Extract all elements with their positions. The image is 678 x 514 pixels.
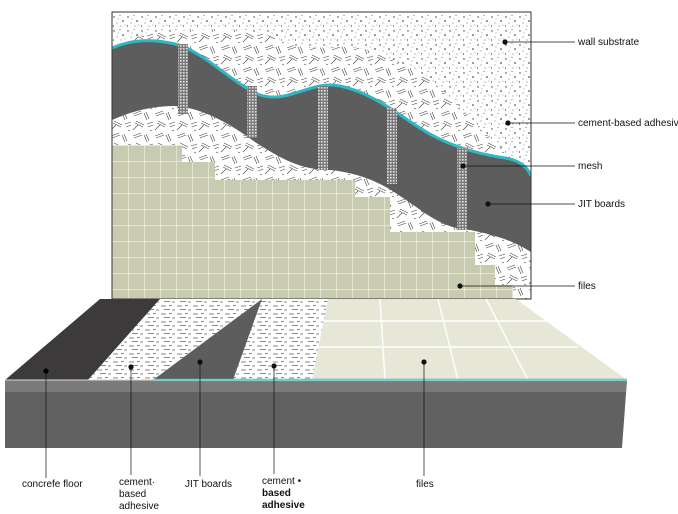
concrete-floor-strip bbox=[5, 299, 160, 380]
wall-assembly bbox=[112, 12, 531, 299]
leader-dots bbox=[43, 39, 511, 374]
leader-dot bbox=[505, 120, 511, 126]
label-jit-boards: JIT boards bbox=[578, 199, 626, 210]
mesh-strips bbox=[178, 44, 467, 230]
floor-tile-grout bbox=[317, 298, 578, 381]
label-cement-adhesive-2-line1: cement • bbox=[262, 476, 302, 487]
leader-lines bbox=[45, 41, 575, 478]
label-jit-boards-floor: JIT boards bbox=[185, 479, 233, 490]
leader-dot bbox=[460, 163, 466, 169]
mesh-strip bbox=[178, 44, 188, 114]
label-cement-adhesive-2-line3: adhesive bbox=[262, 500, 305, 511]
label-cement-adhesive-2-line2: based bbox=[262, 488, 291, 499]
label-tiles-wall: files bbox=[578, 281, 596, 292]
label-concrete-floor: concrefe floor bbox=[22, 479, 83, 490]
floor-front-shade bbox=[5, 380, 627, 392]
wall-substrate-layer bbox=[112, 12, 531, 175]
label-tiles-floor: files bbox=[416, 479, 434, 490]
leader-dot bbox=[43, 368, 49, 374]
label-cement-adhesive-1-line3: adhesive bbox=[119, 501, 160, 512]
mesh-accent-line bbox=[112, 39, 531, 177]
mesh-strip bbox=[457, 148, 467, 230]
leader-dot bbox=[197, 359, 203, 365]
label-cement-adhesive-1-line1: cement· bbox=[119, 477, 156, 488]
leader-dot bbox=[271, 363, 277, 369]
floor-front-face bbox=[5, 380, 627, 448]
leader-dot bbox=[485, 201, 491, 207]
leader-dot bbox=[421, 359, 427, 365]
leader-dot bbox=[457, 283, 463, 289]
leader-dot bbox=[128, 364, 134, 370]
floor-tile-area bbox=[312, 299, 627, 380]
label-mesh: mesh bbox=[578, 161, 603, 172]
leader-dot bbox=[502, 39, 508, 45]
mesh-strip bbox=[247, 86, 257, 138]
label-cement-adhesive-1-line2: based bbox=[119, 489, 147, 500]
floor-assembly bbox=[5, 298, 627, 448]
label-wall-substrate: wall substrate bbox=[578, 37, 640, 48]
label-cement-adhesive: cement-based adhesive bbox=[578, 118, 678, 129]
mesh-strip bbox=[318, 86, 328, 170]
mesh-strip bbox=[387, 108, 397, 184]
wall-tile-layer bbox=[112, 145, 513, 299]
cement-adhesive-floor-strip-1 bbox=[88, 299, 262, 380]
cement-adhesive-floor-strip-2 bbox=[233, 299, 330, 380]
